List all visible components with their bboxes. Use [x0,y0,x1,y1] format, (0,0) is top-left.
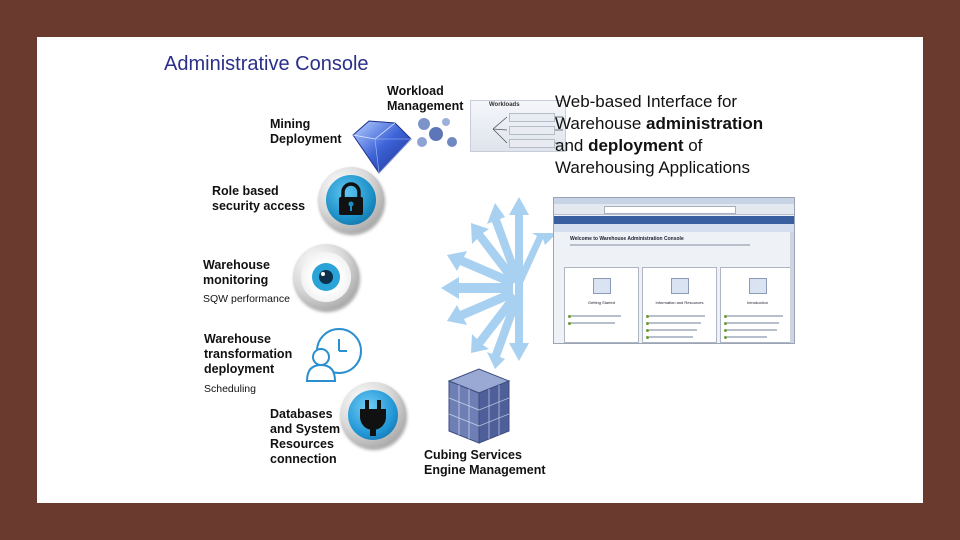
security-badge [318,167,384,233]
panel-title: Getting Started [565,300,638,305]
eye-icon [293,244,359,310]
monitoring-badge [293,244,359,310]
heading-line3-suffix: of [684,136,703,155]
console-description: Web-based Interface for Warehouse admini… [555,91,763,179]
heading-line2-prefix: Warehouse [555,114,646,133]
monitoring-label: Warehouse monitoring [203,258,270,288]
workload-graphic: Workloads [470,100,566,152]
heading-line3: and deployment of [555,135,763,157]
console-panel: Getting Started [564,267,639,343]
panel-title: Information and Resources [643,300,716,305]
databases-label: Databases and System Resources connectio… [270,407,340,467]
panel-icon [749,278,767,294]
console-scrollbar [790,232,794,343]
heading-line2-bold: administration [646,114,763,133]
slide-title: Administrative Console [164,53,369,76]
security-label: Role based security access [212,184,305,214]
panel-title: Introduction [721,300,794,305]
console-panel: Introduction [720,267,795,343]
workload-spheres [412,112,472,162]
transformation-label: Warehouse transformation deployment [204,332,292,377]
browser-url-field [604,206,736,214]
console-tabs [554,224,794,232]
console-nav [554,216,794,224]
panel-icon [593,278,611,294]
transformation-sub: Scheduling [204,383,256,395]
console-screenshot: Welcome to Warehouse Administration Cons… [553,197,795,344]
person-clock-icon [299,323,369,389]
heading-line3-prefix: and [555,136,588,155]
heading-line2: Warehouse administration [555,113,763,135]
cube-icon [439,367,519,447]
cubing-label: Cubing Services Engine Management [424,448,546,478]
mining-label: Mining Deployment [270,117,342,147]
heading-line3-bold: deployment [588,136,683,155]
plug-icon [340,382,406,448]
lock-icon [318,167,384,233]
monitoring-sub: SQW performance [203,293,290,305]
heading-line1: Web-based Interface for [555,91,763,113]
databases-badge [340,382,406,448]
slide: Administrative Console Workloads Workloa… [37,37,923,503]
workload-flow-icon [471,101,565,151]
console-panel: Information and Resources [642,267,717,343]
console-welcome-text [570,244,750,246]
panel-icon [671,278,689,294]
workload-label: Workload Management [387,84,463,114]
console-welcome: Welcome to Warehouse Administration Cons… [570,236,684,242]
heading-line4: Warehousing Applications [555,157,763,179]
